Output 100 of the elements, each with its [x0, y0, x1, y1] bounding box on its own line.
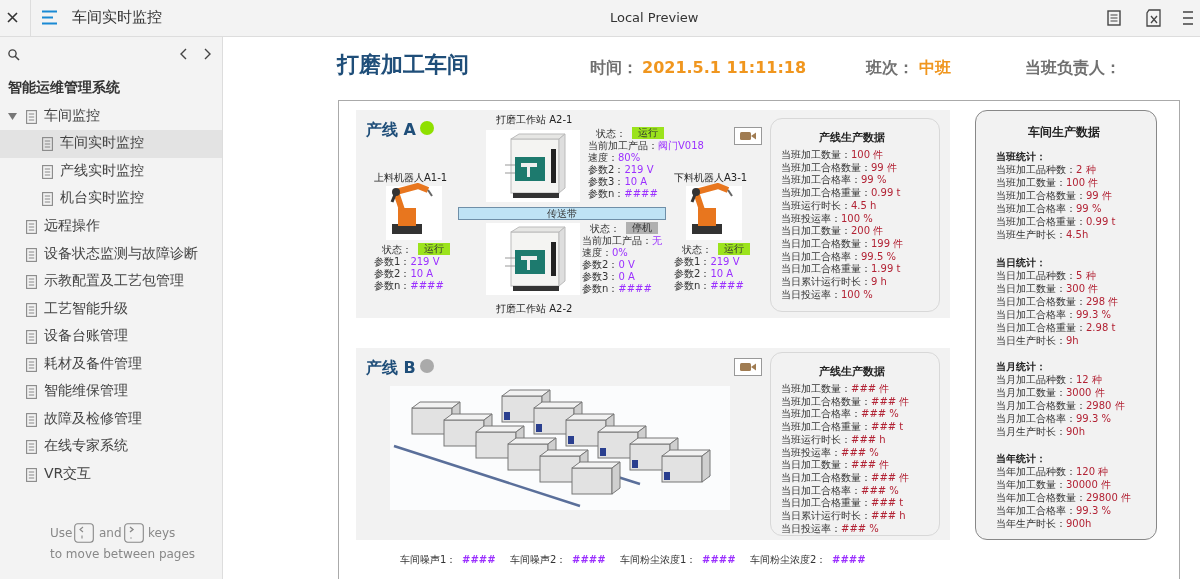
data-card: [770, 352, 940, 536]
device-title: 下料机器人A3-1: [674, 172, 748, 184]
data-row: 当班投运率：### %: [781, 446, 879, 459]
data-row: 当班加工数量：100 件: [781, 149, 884, 161]
panel-title: 产线 B: [366, 358, 416, 378]
field-label: 车间粉尘浓度1：: [620, 554, 697, 566]
production-line-panel: [356, 110, 950, 318]
data-row: 当日加工合格数量：199 件: [781, 237, 904, 250]
field-label: 车间噪声1：: [400, 554, 457, 566]
data-row: 当班生产时长：4.5h: [996, 229, 1089, 241]
nav-item: 智能维保管理: [44, 382, 128, 399]
data-row: 当日投运率：100 %: [781, 288, 873, 301]
parameter-row: 参数1：219 V: [674, 256, 740, 268]
data-row: 当月加工合格率：99.3 %: [996, 413, 1111, 425]
data-row: 当日加工合格重量：1.99 t: [781, 263, 901, 276]
parameter-row: 参数n：####: [674, 280, 744, 292]
data-row: 当日加工合格数量：### 件: [781, 471, 910, 484]
hint-text: Use: [50, 526, 73, 541]
nav-heading: 智能运维管理系统: [8, 79, 120, 96]
data-row: 当月加工合格数量：2980 件: [996, 400, 1125, 412]
time-value: 2021.5.1 11:11:18: [642, 58, 807, 78]
data-row: 当日投运率：### %: [781, 522, 879, 535]
device-title: 打磨工作站 A2-2: [496, 303, 573, 315]
data-row: 当日加工合格率：99.3 %: [996, 309, 1111, 321]
data-row: 当年加工合格率：99.3 %: [996, 505, 1111, 517]
device-title: 打磨工作站 A2-1: [496, 114, 573, 126]
data-row: 当班加工合格数量：99 件: [781, 161, 897, 174]
conveyor-belt: 传送带: [458, 207, 666, 220]
data-row: 当月生产时长：90h: [996, 426, 1086, 438]
nav-item: 设备状态监测与故障诊断: [44, 245, 198, 262]
section-heading: 当月统计：: [996, 361, 1046, 373]
nav-item: 示教配置及工艺包管理: [44, 272, 184, 289]
field-label: 状态：: [682, 244, 712, 256]
production-line-panel: [356, 348, 950, 540]
data-row: 当年加工合格数量：29800 件: [996, 492, 1131, 504]
data-row: 当班加工数量：### 件: [781, 383, 890, 395]
data-row: 当月加工品种数：12 种: [996, 374, 1102, 386]
parameter-row: 参数2：219 V: [588, 164, 654, 176]
hint-text: and: [99, 526, 122, 541]
parameter-row: 参数2：10 A: [674, 268, 734, 280]
data-row: 当班加工合格重量：0.99 t: [781, 187, 901, 200]
card-title: 车间生产数据: [1028, 125, 1100, 140]
status-badge: 运行: [632, 127, 664, 139]
data-card: [975, 110, 1157, 540]
sensor-value: ####: [462, 554, 496, 566]
data-row: 当班加工合格重量：0.99 t: [996, 216, 1116, 228]
parameter-row: 当前加工产品：阀门V018: [588, 140, 704, 152]
data-row: 当年生产时长：900h: [996, 518, 1092, 530]
data-row: 当班加工合格率：99 %: [996, 203, 1102, 215]
data-row: 当班加工合格数量：### 件: [781, 395, 910, 408]
nav-item: 车间实时监控: [60, 134, 144, 151]
parameter-row: 参数3：0 A: [582, 271, 635, 283]
field-label: 状态：: [596, 128, 626, 140]
window-title: Local Preview: [610, 10, 699, 26]
field-label: 车间粉尘浓度2：: [750, 554, 827, 566]
nav-item: 产线实时监控: [60, 162, 144, 179]
data-row: 当月加工数量：3000 件: [996, 387, 1105, 399]
field-label: 班次：: [866, 58, 914, 78]
data-row: 当日加工合格率：### %: [781, 484, 899, 497]
data-row: 当班加工合格数量：99 件: [996, 190, 1112, 202]
nav-item: VR交互: [44, 465, 92, 482]
data-row: 当年加工品种数：120 种: [996, 466, 1109, 478]
data-row: 当日累计运行时长：### h: [781, 510, 906, 522]
device-title: 上料机器人A1-1: [374, 172, 448, 184]
data-row: 当日加工合格率：99.5 %: [781, 250, 896, 263]
parameter-row: 参数2：10 A: [374, 268, 434, 280]
dashboard-title: 打磨加工车间: [337, 52, 469, 79]
sensor-value: ####: [702, 554, 736, 566]
data-row: 当日加工品种数：5 种: [996, 270, 1096, 282]
parameter-row: 参数n：####: [374, 280, 444, 292]
parameter-row: 参数n：####: [588, 188, 658, 200]
data-row: 当班运行时长：### h: [781, 433, 886, 446]
page-title: 车间实时监控: [72, 8, 162, 26]
data-row: 当日加工合格重量：2.98 t: [996, 322, 1116, 334]
field-label: 时间：: [590, 58, 638, 78]
parameter-row: 参数1：219 V: [374, 256, 440, 268]
nav-item: 机台实时监控: [60, 189, 144, 206]
data-row: 当年加工数量：30000 件: [996, 479, 1111, 491]
hint-text: keys: [148, 526, 176, 541]
data-row: 当日加工数量：300 件: [996, 283, 1099, 295]
section-heading: 当班统计：: [996, 151, 1046, 163]
data-row: 当日加工合格重量：### t: [781, 497, 904, 510]
data-row: 当日加工数量：200 件: [781, 225, 884, 238]
data-row: 当日加工合格数量：298 件: [996, 296, 1119, 308]
shift-value: 中班: [919, 58, 951, 78]
parameter-row: 速度：80%: [588, 152, 641, 164]
data-row: 当班加工合格率：99 %: [781, 174, 887, 187]
data-card: [770, 118, 940, 312]
data-row: 当日累计运行时长：9 h: [781, 276, 887, 288]
data-row: 当班运行时长：4.5 h: [781, 199, 877, 212]
card-title: 产线生产数据: [819, 365, 885, 379]
nav-item: 车间监控: [44, 107, 100, 124]
section-heading: 当年统计：: [996, 453, 1046, 465]
field-label: 状态：: [382, 244, 412, 256]
nav-item: 设备台账管理: [44, 327, 128, 344]
nav-item: 远程操作: [44, 217, 100, 234]
sensor-value: ####: [572, 554, 606, 566]
data-row: 当日加工数量：### 件: [781, 459, 890, 472]
nav-item: 在线专家系统: [44, 437, 128, 454]
parameter-row: 参数3：10 A: [588, 176, 648, 188]
